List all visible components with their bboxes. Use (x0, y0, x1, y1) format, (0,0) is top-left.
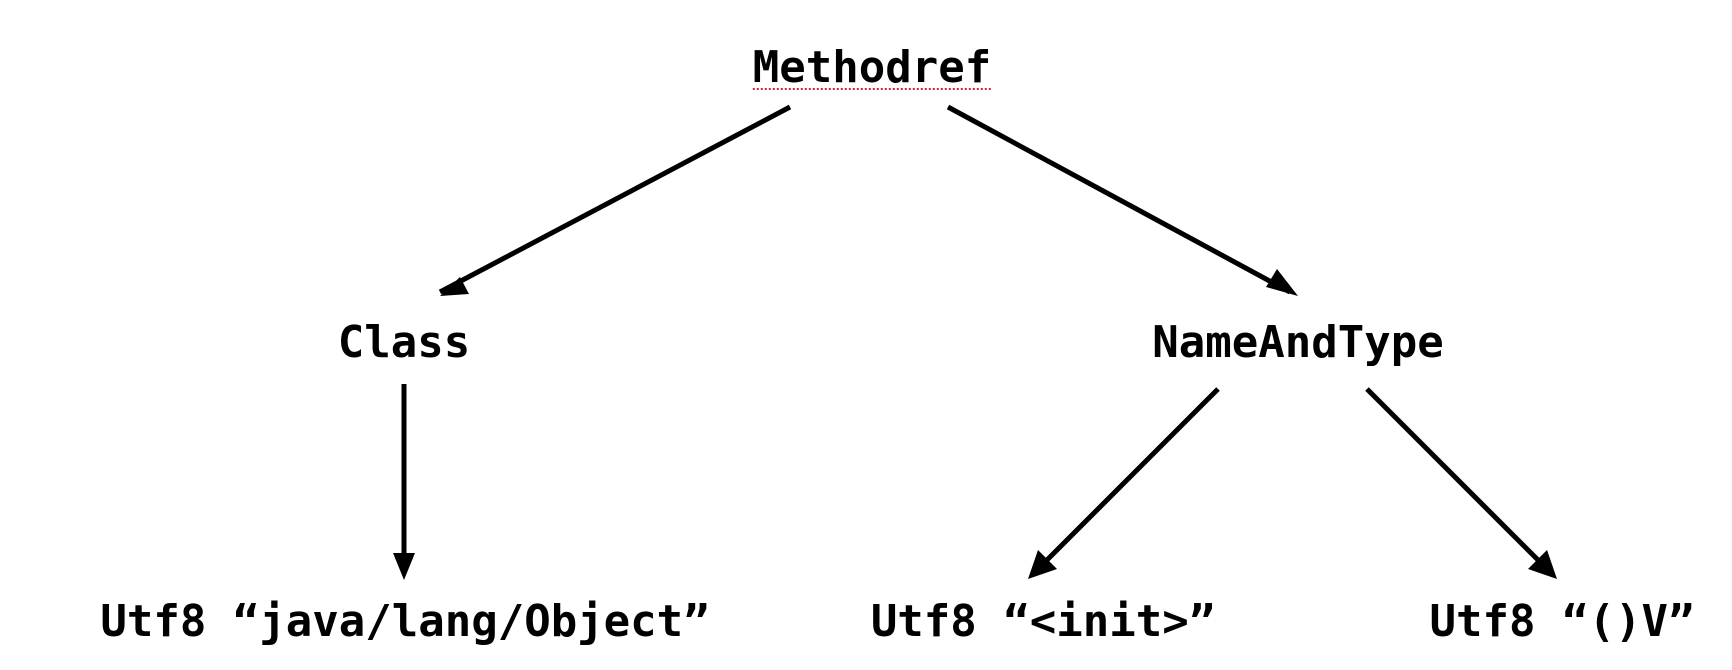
methodref-node: Methodref (752, 42, 992, 93)
edge-methodref-to-class (438, 104, 792, 295)
class-node: Class (337, 317, 471, 368)
name-and-type-node: NameAndType (1152, 317, 1444, 368)
edge-nameandtype-to-utf8-v (1365, 387, 1545, 567)
utf8-init-node: Utf8 “<init>” (870, 596, 1216, 647)
arrowhead-class (440, 277, 469, 296)
arrowhead-utf8-v (1528, 550, 1557, 579)
utf8-void-descriptor-node: Utf8 “()V” (1429, 596, 1695, 647)
edge-nameandtype-to-utf8-init (1040, 387, 1220, 567)
arrowhead-utf8-object (393, 553, 415, 580)
arrowhead-nameandtype (1266, 269, 1298, 296)
arrowhead-utf8-init (1028, 550, 1057, 579)
edge-methodref-to-nameandtype (946, 104, 1292, 295)
utf8-java-lang-object-node: Utf8 “java/lang/Object” (100, 596, 710, 647)
